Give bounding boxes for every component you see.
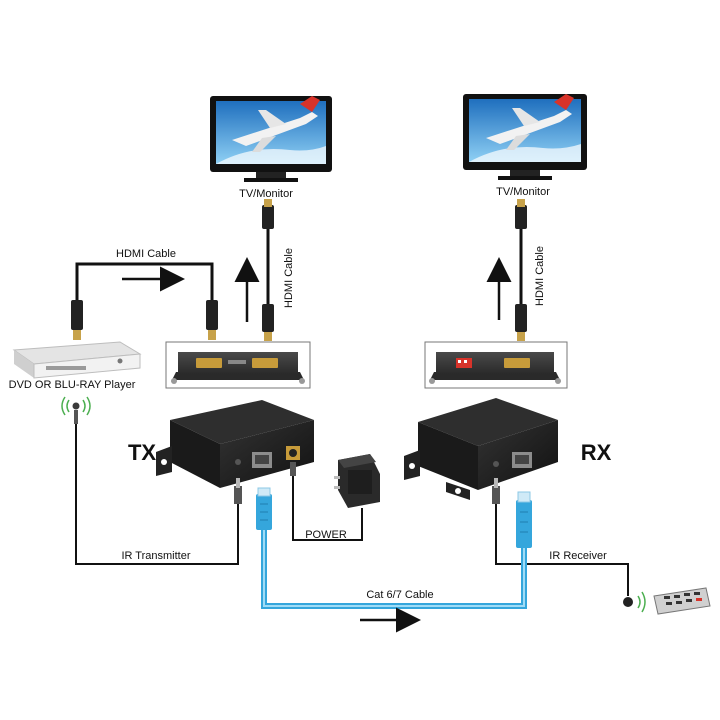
- ir-receiver-cable: [495, 500, 629, 596]
- hdmi-cable-rx-output: HDMI Cable: [486, 199, 546, 341]
- cat-cable-label: Cat 6/7 Cable: [366, 589, 433, 601]
- hdmi-cable-horizontal-label: HDMI Cable: [116, 248, 176, 260]
- rj45-connector-rx: [516, 491, 532, 548]
- power-adapter: [334, 454, 380, 508]
- hdmi-cable-tx-vertical-label: HDMI Cable: [283, 248, 295, 308]
- tv-monitor-left-label: TV/Monitor: [239, 188, 293, 200]
- power-label: POWER: [305, 529, 347, 541]
- ir-transmitter-cable: [75, 424, 239, 565]
- rx-label: RX: [581, 440, 612, 465]
- cat-cable: [261, 530, 527, 609]
- tv-monitor-right: TV/Monitor: [463, 94, 587, 198]
- tx-label: TX: [128, 440, 156, 465]
- tx-panel-view: [165, 341, 311, 389]
- remote-control-icon: [653, 587, 711, 615]
- hdmi-output-port: [504, 358, 530, 368]
- hdmi-output-port: [252, 358, 278, 368]
- ir-receiver-label: IR Receiver: [549, 550, 607, 562]
- rx-unit: RX: [404, 398, 612, 500]
- hdmi-cable-rx-vertical-label: HDMI Cable: [534, 246, 546, 306]
- dvd-player: DVD OR BLU-RAY Player: [9, 341, 142, 391]
- power-cable: [292, 470, 363, 541]
- hdmi-cable-source: HDMI Cable: [71, 248, 218, 340]
- ir-transmitter-label: IR Transmitter: [121, 550, 190, 562]
- dvd-player-label: DVD OR BLU-RAY Player: [9, 379, 136, 391]
- airplane-icon: [232, 96, 320, 152]
- hdmi-input-port: [196, 358, 222, 368]
- ir-port: [235, 459, 241, 465]
- airplane-icon: [486, 94, 574, 150]
- ir-port: [493, 461, 499, 467]
- tx-unit: TX: [128, 400, 314, 488]
- tv-monitor-left: TV/Monitor: [210, 96, 332, 200]
- ir-receiver-icon: [623, 591, 646, 613]
- rx-panel-view: [424, 341, 568, 389]
- ir-transmitter-icon: [61, 396, 91, 424]
- rj45-connector-tx: [256, 487, 272, 530]
- hdmi-cable-tx-output: HDMI Cable: [234, 199, 295, 341]
- tv-monitor-right-label: TV/Monitor: [496, 186, 550, 198]
